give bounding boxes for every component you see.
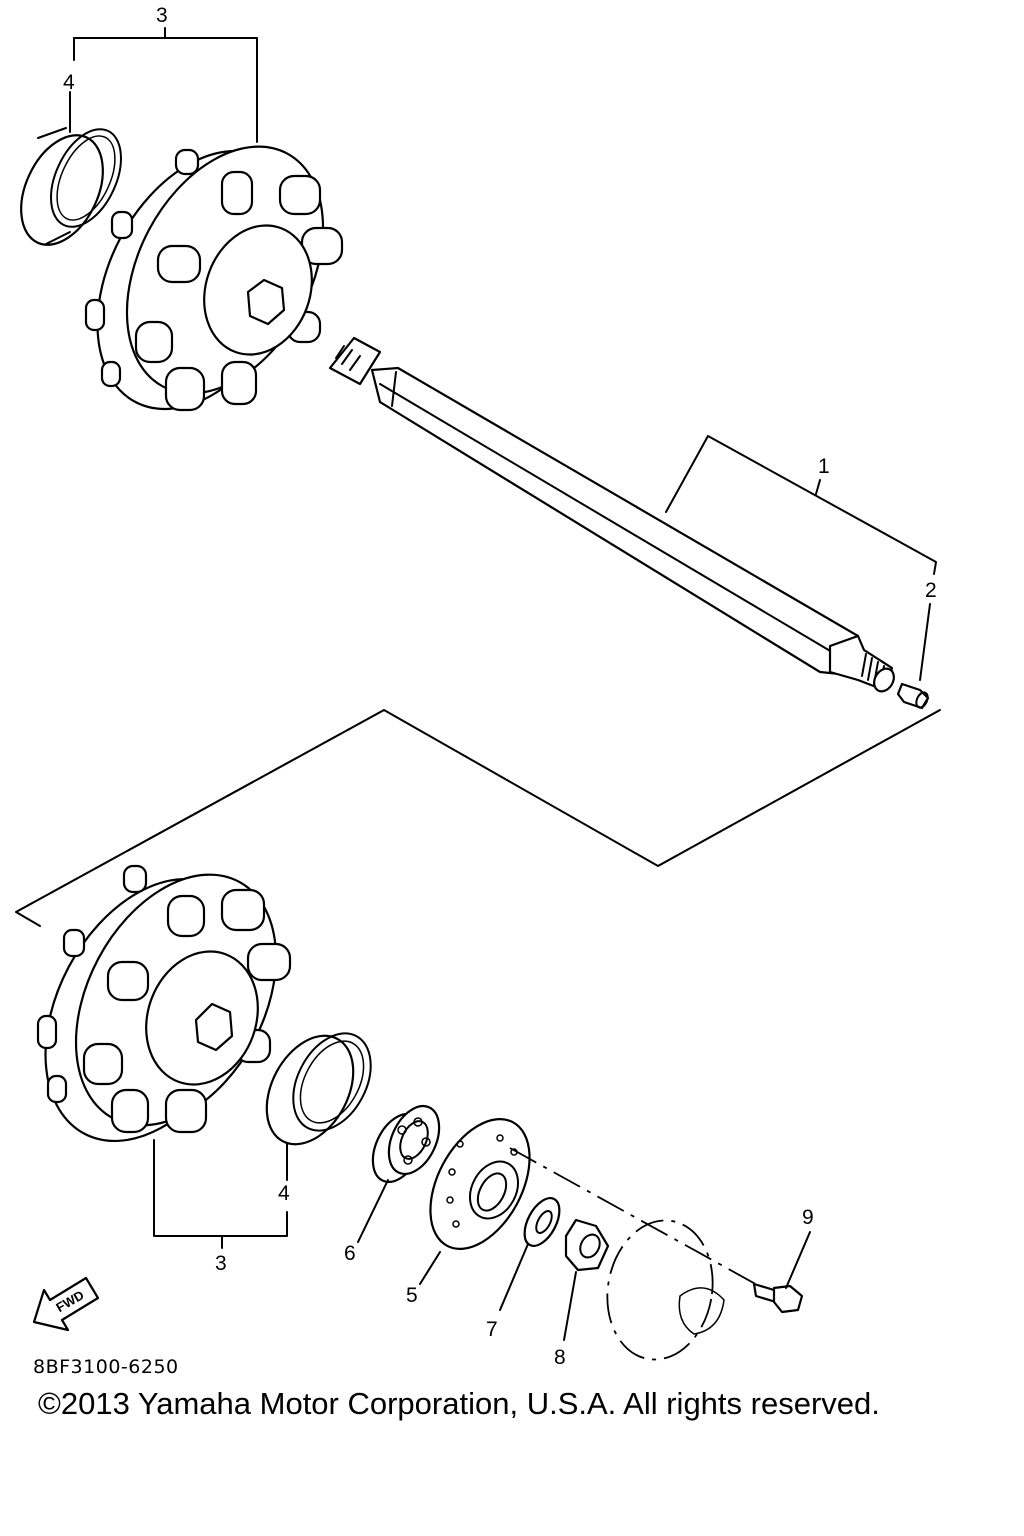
callout-6: 6 xyxy=(344,1242,356,1265)
top-bracket-3-4 xyxy=(69,27,258,143)
callout-1: 1 xyxy=(818,455,830,478)
leader-9 xyxy=(785,1231,811,1289)
sprocket-bottom xyxy=(36,864,292,1143)
callout-7: 7 xyxy=(486,1318,498,1341)
copyright-notice: ©2013 Yamaha Motor Corporation, U.S.A. A… xyxy=(38,1386,880,1421)
bearing xyxy=(371,1104,441,1184)
drawing-code: 8BF3100-6250 xyxy=(33,1356,179,1378)
drive-shaft xyxy=(328,336,895,693)
leader-8 xyxy=(563,1271,577,1341)
callout-5: 5 xyxy=(406,1284,418,1307)
callout-4-bottom: 4 xyxy=(278,1182,290,1205)
leader-7 xyxy=(499,1243,529,1311)
nut xyxy=(564,1218,610,1272)
sprocket-top xyxy=(84,145,344,412)
fwd-arrow-icon: FWD xyxy=(32,1276,100,1332)
bolt xyxy=(752,1282,804,1314)
shaft-pin xyxy=(896,682,930,710)
bracket-1-2 xyxy=(665,435,937,681)
flange-plate xyxy=(429,1118,531,1250)
collar-bottom xyxy=(265,1032,372,1146)
bottom-bracket-3-4 xyxy=(153,1139,288,1249)
callout-3-top: 3 xyxy=(156,4,168,27)
collar-top xyxy=(20,127,122,246)
leader-5 xyxy=(419,1251,441,1285)
callout-2: 2 xyxy=(925,579,937,602)
callout-8: 8 xyxy=(554,1346,566,1369)
callout-4-top: 4 xyxy=(63,71,75,94)
washer xyxy=(523,1197,561,1247)
leader-6 xyxy=(357,1179,389,1243)
callout-3-bottom: 3 xyxy=(215,1252,227,1275)
callout-9: 9 xyxy=(802,1206,814,1229)
assembly-outline xyxy=(15,709,941,927)
ghost-housing xyxy=(509,1147,771,1361)
